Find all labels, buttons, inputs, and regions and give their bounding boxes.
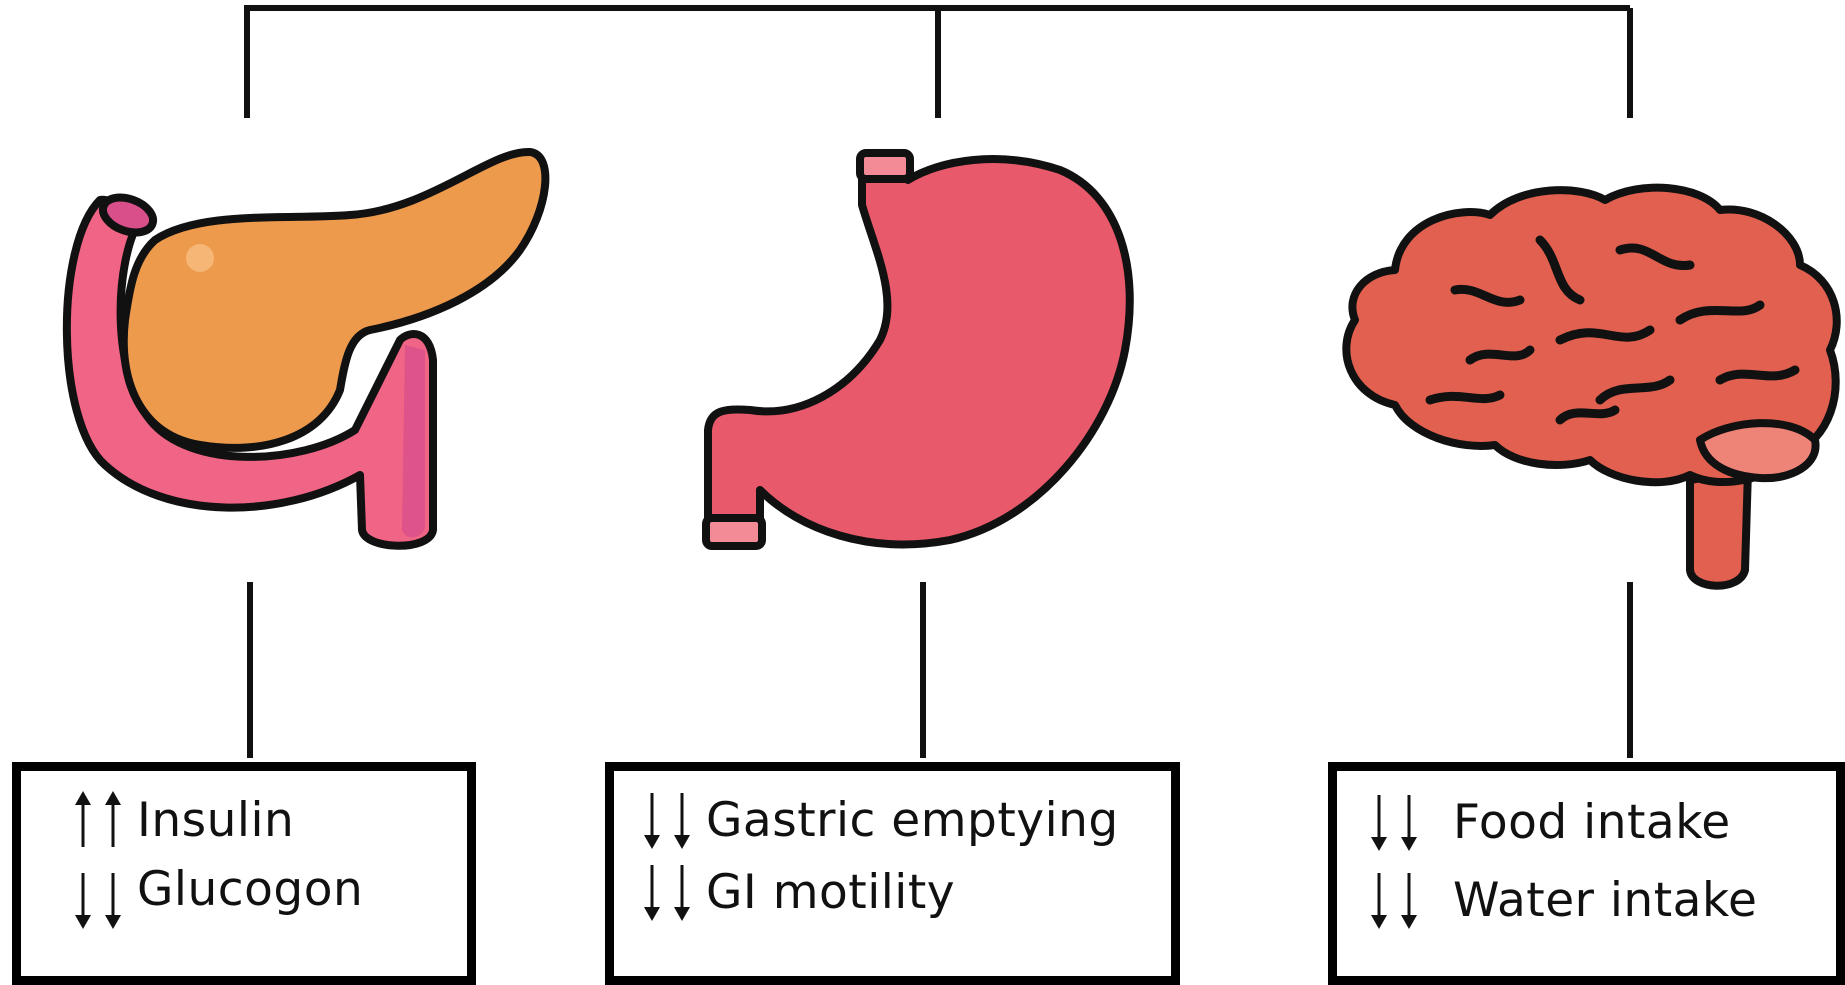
down-arrow-icon: [1369, 871, 1389, 929]
cerebellum: [1700, 423, 1816, 478]
effect-row: Water intake: [1369, 871, 1757, 929]
down-arrow-icon: [1399, 871, 1419, 929]
down-arrow-icon: [73, 871, 93, 929]
effect-label-food-intake: Food intake: [1453, 795, 1731, 850]
up-arrow-icon: [103, 791, 123, 849]
up-arrow-icon: [73, 791, 93, 849]
effect-row: GI motility: [642, 863, 955, 921]
stomach-effects-box: Gastric emptying GI motility: [605, 762, 1180, 985]
duodenum-ring: [706, 518, 762, 546]
brain-effects-box: Food intake Water intake: [1328, 762, 1845, 985]
down-arrow-icon: [1369, 793, 1389, 851]
stomach-icon: [706, 153, 1130, 546]
pancreas-body: [124, 152, 546, 448]
effect-row: Insulin: [73, 791, 294, 849]
effect-row: Glucogon: [73, 871, 363, 929]
down-arrows: [642, 791, 692, 849]
stomach-shape: [708, 155, 1130, 544]
duodenum-shade: [402, 345, 425, 537]
down-arrows: [642, 863, 692, 921]
esophagus-ring: [860, 153, 910, 179]
effect-label-glucogon: Glucogon: [137, 862, 363, 917]
down-arrows: [1369, 871, 1419, 929]
organ-to-box-connectors: [250, 582, 1630, 758]
up-arrows: [73, 791, 123, 849]
pancreas-effects-box: Insulin Glucogon: [12, 762, 476, 985]
brain-stem: [1690, 470, 1748, 586]
pancreas-icon: [67, 152, 546, 546]
brain-icon: [1346, 188, 1836, 586]
down-arrow-icon: [642, 863, 662, 921]
down-arrow-icon: [642, 791, 662, 849]
down-arrow-icon: [1399, 793, 1419, 851]
top-bracket-connector: [244, 8, 1630, 118]
effect-label-gastric-emptying: Gastric emptying: [706, 793, 1119, 848]
effect-label-gi-motility: GI motility: [706, 865, 955, 920]
effect-label-water-intake: Water intake: [1453, 873, 1757, 928]
down-arrows: [1369, 793, 1419, 851]
down-arrow-icon: [103, 871, 123, 929]
effect-row: Gastric emptying: [642, 791, 1119, 849]
effect-label-insulin: Insulin: [137, 793, 294, 848]
pancreas-highlight: [186, 244, 214, 272]
effect-row: Food intake: [1369, 793, 1731, 851]
down-arrow-icon: [672, 863, 692, 921]
down-arrow-icon: [672, 791, 692, 849]
down-arrows: [73, 871, 123, 929]
